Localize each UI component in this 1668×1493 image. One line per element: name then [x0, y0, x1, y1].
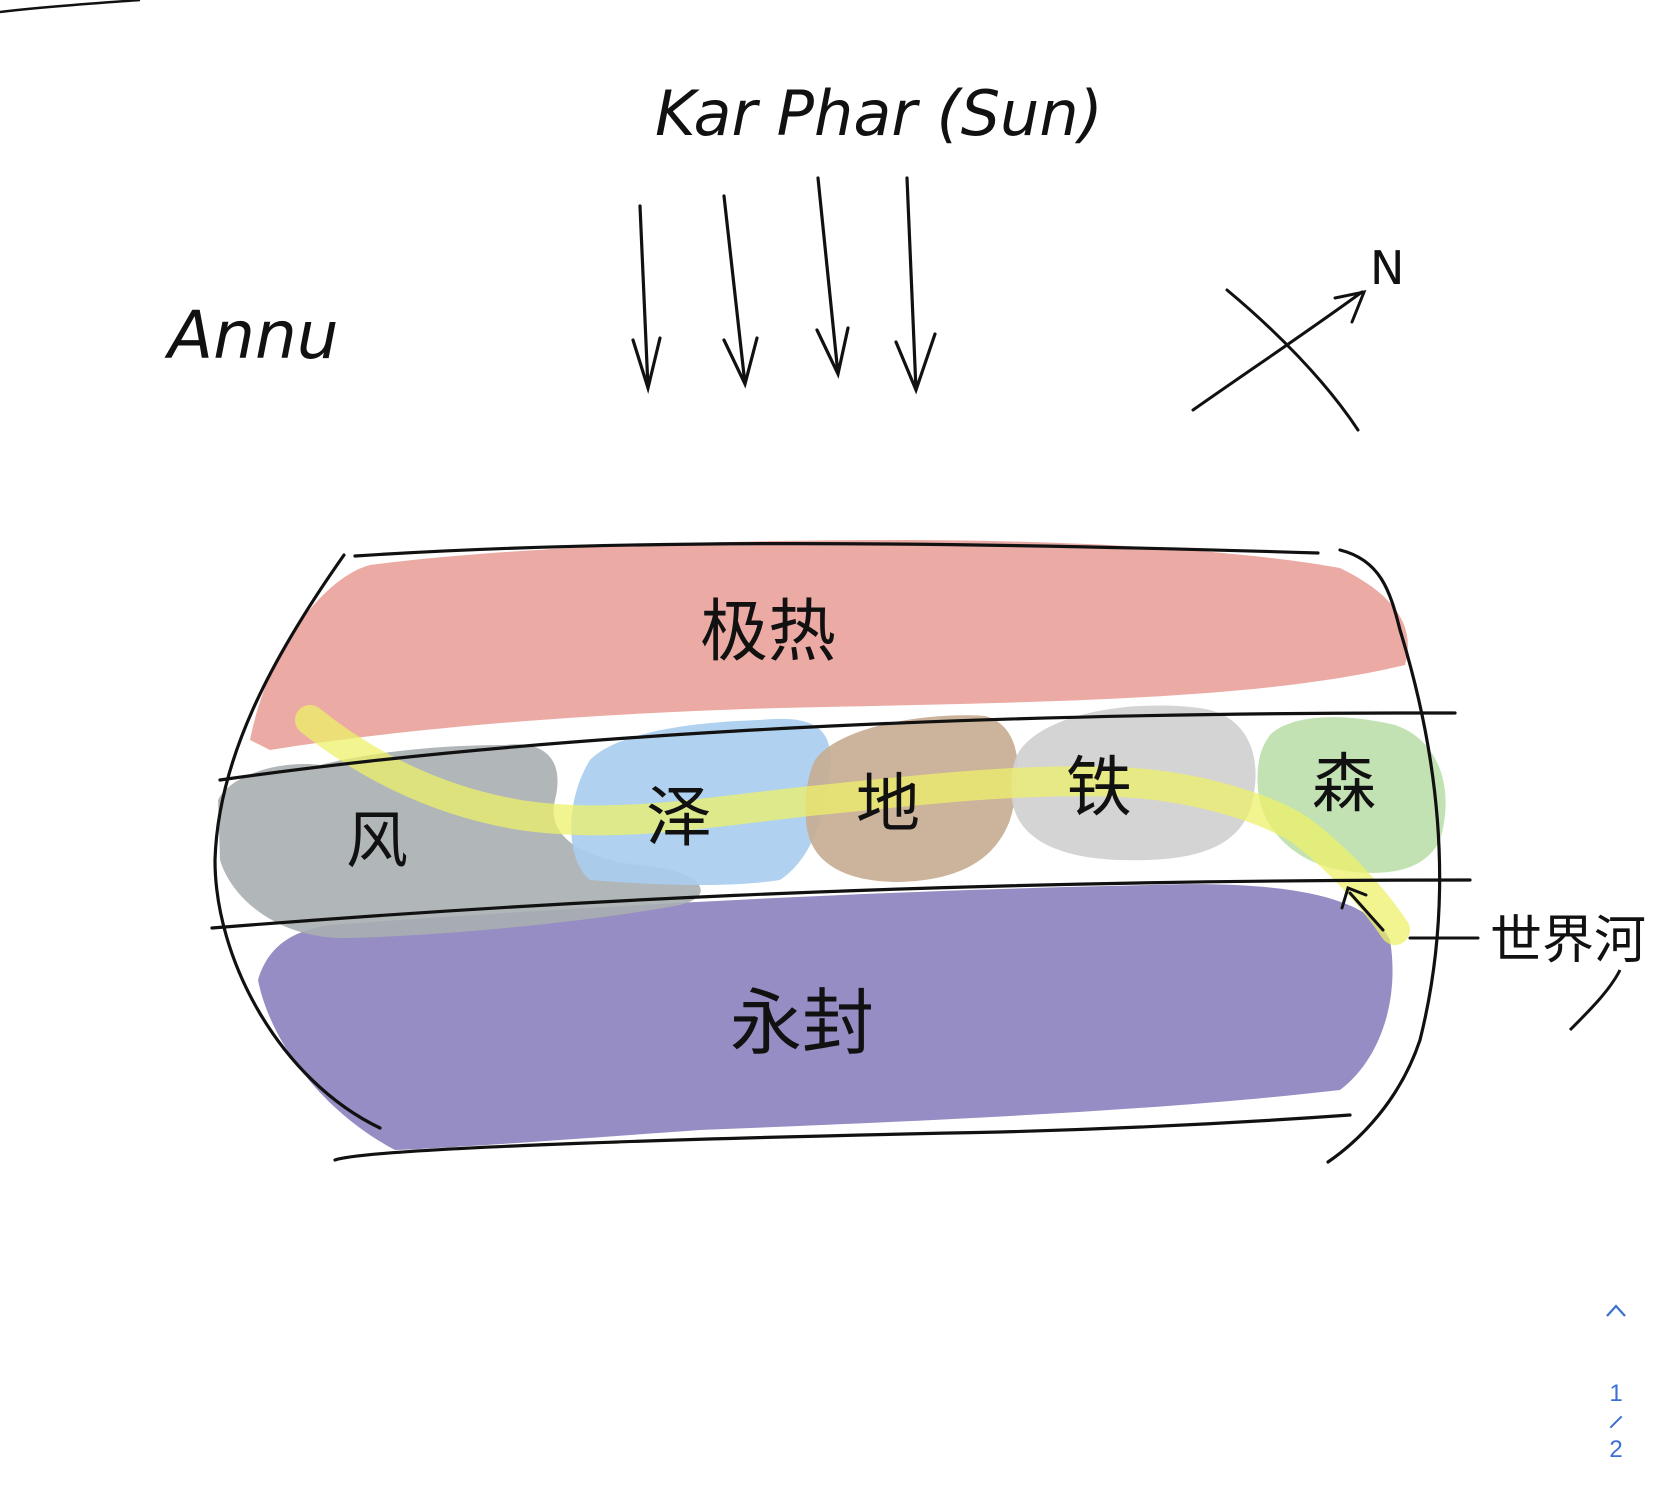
region-wind: [218, 744, 701, 939]
sun-label: Kar Phar (Sun): [655, 77, 1103, 150]
page-separator: [1609, 1415, 1623, 1429]
region-north-pole: [250, 540, 1408, 750]
sun-rays: [631, 176, 937, 395]
page-navigator: 1 2: [1598, 1288, 1634, 1464]
stray-ink-stroke: [0, 0, 141, 14]
total-page-number: 2: [1609, 1436, 1623, 1463]
band-line-north: [218, 711, 1457, 782]
north-label: N: [1370, 241, 1404, 295]
world-map: 世界河 极热 风 泽 地 铁 森 永封: [210, 540, 1646, 1164]
map-top-edge: [353, 541, 1320, 558]
world-name-label: Annu: [164, 297, 339, 374]
band-line-south: [210, 878, 1472, 930]
map-left-edge: [213, 553, 382, 1130]
map-outline: [210, 541, 1472, 1164]
chevron-up-icon[interactable]: [1605, 1288, 1627, 1328]
sun-ray-1: [631, 204, 662, 395]
region-south-pole: [258, 884, 1393, 1150]
label-wind: 风: [346, 804, 408, 877]
label-north-pole: 极热: [700, 593, 836, 672]
map-right-edge: [1326, 548, 1442, 1164]
map-bottom-edge: [333, 1113, 1352, 1162]
sun-ray-4: [894, 176, 937, 395]
compass-icon: [1191, 288, 1367, 432]
label-forest: 森: [1312, 748, 1376, 822]
label-water: 泽: [646, 779, 712, 856]
sun-ray-2: [722, 194, 759, 389]
label-south-pole: 永封: [730, 981, 874, 1065]
world-river: [295, 705, 1410, 945]
river-label: 世界河: [1490, 911, 1646, 971]
river-label-tail: [1568, 969, 1622, 1032]
current-page-number: 1: [1609, 1380, 1623, 1407]
label-earth: 地: [856, 768, 920, 842]
river-annotation: [1340, 886, 1480, 940]
label-iron: 铁: [1066, 749, 1132, 826]
sun-ray-3: [815, 176, 850, 379]
